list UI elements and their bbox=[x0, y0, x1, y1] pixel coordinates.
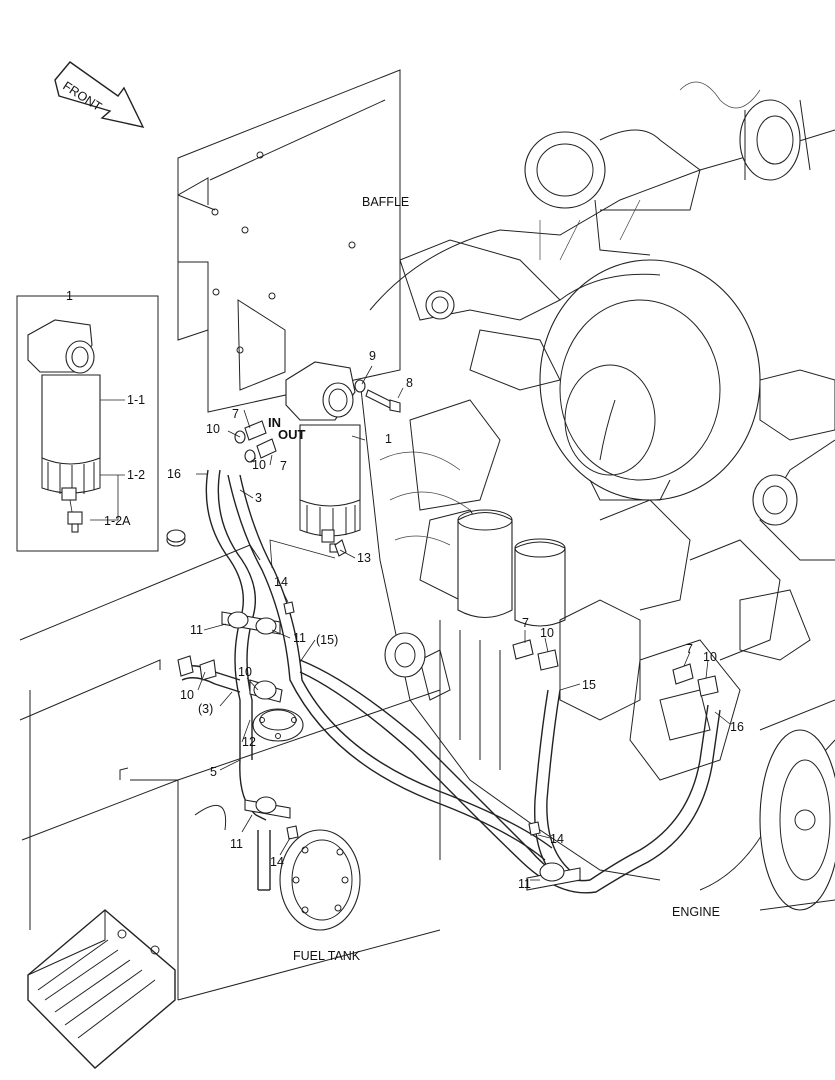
text-labels: BAFFLE ENGINE FUEL TANK IN OUT 1 3 (3) 5… bbox=[167, 195, 744, 963]
part-label-15: 15 bbox=[582, 678, 596, 692]
fuel-tank bbox=[19, 544, 441, 1001]
part-label-11-c: 11 bbox=[230, 837, 243, 851]
part-label-11-d: 11 bbox=[518, 877, 531, 891]
part-label-10-d: 10 bbox=[180, 688, 194, 702]
part-label-1: 1 bbox=[385, 432, 392, 446]
part-label-7-b: 7 bbox=[280, 459, 287, 473]
out-label: OUT bbox=[278, 427, 306, 442]
detail-1-1-label: 1-1 bbox=[127, 393, 145, 407]
part-label-10-c: 10 bbox=[238, 665, 252, 679]
part-label-10-a: 10 bbox=[206, 422, 220, 436]
part-label-8: 8 bbox=[406, 376, 413, 390]
in-label: IN bbox=[268, 415, 281, 430]
part-label-7-c: 7 bbox=[522, 616, 529, 630]
part-label-9: 9 bbox=[369, 349, 376, 363]
access-step bbox=[27, 909, 176, 1069]
part-label-10-b: 10 bbox=[252, 458, 266, 472]
detail-1-label: 1 bbox=[66, 289, 73, 303]
part-label-12: 12 bbox=[242, 735, 256, 749]
part-label-7-a: 7 bbox=[232, 407, 239, 421]
part-label-3: 3 bbox=[255, 491, 262, 505]
part-label-14-c: 14 bbox=[550, 832, 564, 846]
fuel-tank-label: FUEL TANK bbox=[293, 949, 361, 963]
front-arrow: FRONT bbox=[54, 61, 145, 128]
part-label-7-d: 7 bbox=[686, 642, 693, 656]
engine-label: ENGINE bbox=[672, 905, 720, 919]
rubber-plug bbox=[166, 529, 186, 547]
part-label-10-e: 10 bbox=[540, 626, 554, 640]
part-label-3-ref: (3) bbox=[198, 702, 213, 716]
part-label-11-b: 11 bbox=[293, 631, 306, 645]
clamp-bolts bbox=[283, 601, 541, 840]
baffle-label: BAFFLE bbox=[362, 195, 409, 209]
part-label-11-a: 11 bbox=[190, 623, 203, 637]
part-label-5: 5 bbox=[210, 765, 217, 779]
part-label-10-f: 10 bbox=[703, 650, 717, 664]
part-label-14-b: 14 bbox=[270, 855, 284, 869]
part-label-16-b: 16 bbox=[730, 720, 744, 734]
detail-1-2a-label: 1-2A bbox=[104, 514, 131, 528]
baffle-plate bbox=[177, 69, 401, 413]
leader-lines bbox=[196, 365, 731, 881]
detail-box: 1 1-1 1-2 1-2A bbox=[16, 289, 159, 552]
part-label-14-a: 14 bbox=[274, 575, 288, 589]
detail-1-2-label: 1-2 bbox=[127, 468, 145, 482]
fuel-hoses bbox=[177, 469, 721, 894]
part-label-15-ref: (15) bbox=[316, 633, 338, 647]
hose-clamps bbox=[221, 611, 581, 891]
part-label-16-a: 16 bbox=[167, 467, 181, 481]
fuel-filter-1 bbox=[285, 361, 361, 553]
engine bbox=[359, 81, 835, 911]
part-label-13: 13 bbox=[357, 551, 371, 565]
front-label: FRONT bbox=[60, 79, 104, 114]
